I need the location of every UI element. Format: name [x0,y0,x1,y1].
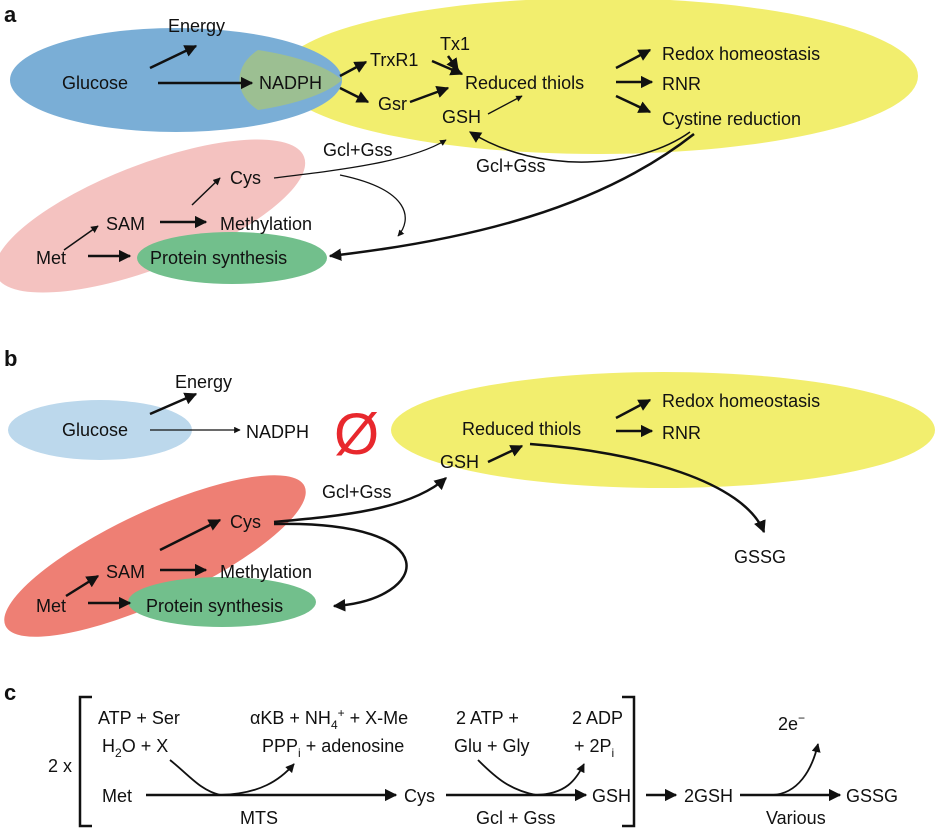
met-label-a: Met [36,248,66,268]
arrow-met-sam-b [65,574,100,598]
right-bracket [622,695,636,828]
reduced-thiols-label-b: Reduced thiols [462,419,581,439]
h2o-x-label: H2O + X [102,736,168,760]
null-symbol-b: Ø [334,402,379,467]
rnr-label-b: RNR [662,423,701,443]
curve-byproduct-out-mts [219,763,295,796]
gsh2-label: 2GSH [684,786,733,806]
arrow-cys-gsh-a [273,139,447,179]
panel-c: c 2 x ATP + Ser H2O + X αKB + NH4+ + X-M… [4,680,898,828]
nadph-overlap-a [239,50,342,110]
arrow-glucose-energy-b [149,392,198,416]
amino-acid-compartment-a [0,139,306,293]
arrow-cystine-gsh-a [468,131,691,163]
pi-2-label: + 2Pi [574,736,614,760]
various-label: Various [766,808,826,828]
gsr-label-a: Gsr [378,94,407,114]
redox-homeostasis-label-b: Redox homeostasis [662,391,820,411]
arrow-gsh-thiols-a [487,95,523,115]
curve-byproduct-out-gcl [535,763,585,796]
tx1-label-a: Tx1 [440,34,470,54]
arrow-thiols-gssg-b [529,442,766,534]
arrow-thiols-cystine-a [615,94,652,114]
amino-acid-compartment-b [4,475,306,637]
arrow-cystine-protein-a [328,133,695,261]
trxr1-label-a: TrxR1 [370,50,418,70]
cys-label-a: Cys [230,168,261,188]
panel-b-label: b [4,346,17,371]
atp-2-label: 2 ATP + [456,708,519,728]
mts-label: MTS [240,808,278,828]
arrow-glucose-energy-a [149,44,198,70]
arrow-gsr-gsh-a [409,86,450,104]
curve-cosubstrate-in-mts [169,759,221,796]
sam-label-b: SAM [106,562,145,582]
curve-cosubstrate-in-gcl [477,759,537,796]
met-label-b: Met [36,596,66,616]
redox-homeostasis-label-a: Redox homeostasis [662,44,820,64]
protein-synthesis-label-b: Protein synthesis [146,596,283,616]
left-bracket [78,695,92,828]
energy-label-b: Energy [175,372,232,392]
cys-label-b: Cys [230,512,261,532]
energy-label-a: Energy [168,16,225,36]
arrow-sam-cys-b [159,518,222,552]
arrow-sam-cys-a [191,177,221,206]
arrow-met-sam-a [63,225,99,251]
glucose-compartment-b [8,400,192,460]
gsh-label-c: GSH [592,786,631,806]
arrow-thiols-redox-a [615,48,652,70]
gcl-gss-label-a-1: Gcl+Gss [323,140,393,160]
gsh-label-b: GSH [440,452,479,472]
arrow-gsh-thiols-b [487,444,524,464]
panel-c-label: c [4,680,16,705]
akb-line-2-label: PPPi + adenosine [262,736,404,760]
met-label-c: Met [102,786,132,806]
yellow-compartment-b [391,372,935,488]
atp-ser-label: ATP + Ser [98,708,180,728]
electrons-label: 2e− [778,711,805,734]
nadph-label-a: NADPH [259,73,322,93]
arrow-cys-gsh-b [273,477,447,524]
glu-gly-label: Glu + Gly [454,736,530,756]
reduced-thiols-label-a: Reduced thiols [465,73,584,93]
yellow-compartment-a [278,0,918,154]
sam-label-a: SAM [106,214,145,234]
methylation-label-b: Methylation [220,562,312,582]
arrow-nadph-gsr-a [339,86,370,104]
gsh-label-a: GSH [442,107,481,127]
gcl-gss-label-a-2: Gcl+Gss [476,156,546,176]
protein-synthesis-compartment-b [128,577,316,627]
panel-a: a Energy Glucose NADPH TrxR1 Tx1 Gsr Red… [0,0,918,293]
adp-2-label: 2 ADP [572,708,623,728]
glucose-label-b: Glucose [62,420,128,440]
panel-a-label: a [4,2,17,27]
arrow-nadph-trxr1-a [339,60,368,78]
protein-synthesis-compartment-a [137,232,327,284]
gssg-label-c: GSSG [846,786,898,806]
arrow-thiols-redox-b [615,398,652,420]
protein-synthesis-label-a: Protein synthesis [150,248,287,268]
glucose-label-a: Glucose [62,73,128,93]
cystine-reduction-label-a: Cystine reduction [662,109,801,129]
nadph-label-b: NADPH [246,422,309,442]
gssg-label-b: GSSG [734,547,786,567]
arrow-cys-protein-b [273,522,408,612]
gcl-gss-label-c: Gcl + Gss [476,808,556,828]
panel-b: b Energy Glucose NADPH Ø Reduced thiols … [4,346,935,637]
arrow-cys-protein-a [339,174,406,237]
gcl-gss-label-b: Gcl+Gss [322,482,392,502]
methylation-label-a: Methylation [220,214,312,234]
arrow-tx1-thiols-a [446,55,460,72]
curve-electrons-out [771,743,821,796]
rnr-label-a: RNR [662,74,701,94]
cys-label-c: Cys [404,786,435,806]
multiplier-label: 2 x [48,756,72,776]
akb-line-1-label: αKB + NH4+ + X-Me [250,706,408,732]
